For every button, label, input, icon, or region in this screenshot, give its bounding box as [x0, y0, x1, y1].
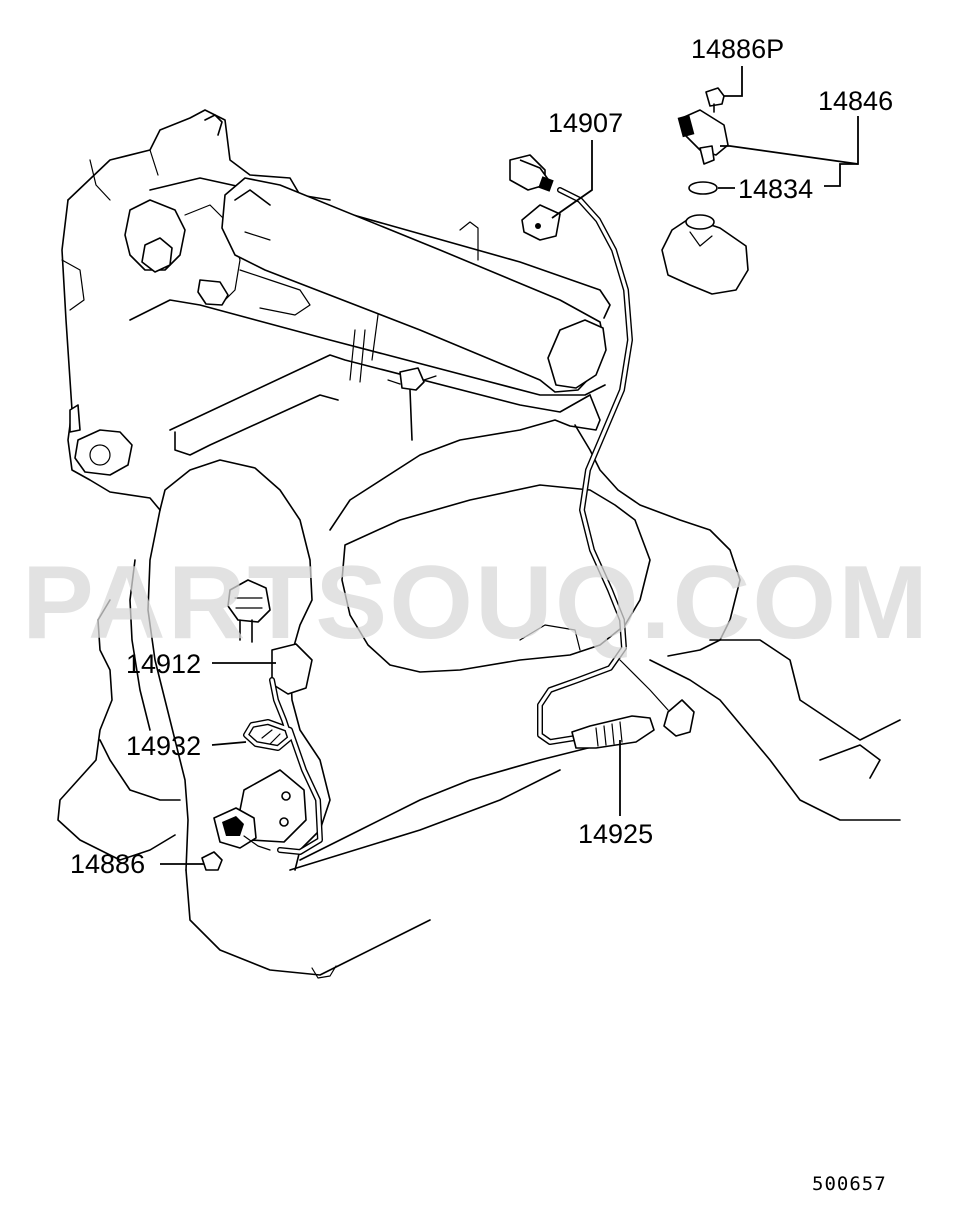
callout-14834: 14834	[738, 174, 813, 204]
diagram-code: 500657	[812, 1173, 887, 1195]
callout-14846: 14846	[818, 86, 893, 116]
part-14886P-bolt	[705, 87, 725, 113]
part-14834-oring	[688, 181, 718, 195]
callout-14932: 14932	[126, 731, 201, 761]
leader-lines	[160, 66, 859, 865]
part-14932-harness	[243, 677, 323, 855]
callout-14886P: 14886P	[691, 34, 784, 64]
callout-14925: 14925	[578, 819, 653, 849]
o2-sensor-harness	[537, 187, 633, 745]
part-14907-connector	[509, 154, 561, 241]
callout-14907: 14907	[548, 108, 623, 138]
callout-14886: 14886	[70, 849, 145, 879]
intake-tube	[221, 177, 607, 393]
part-14925-o2-sensor	[571, 699, 695, 749]
part-14846-sensor	[677, 109, 729, 165]
engine-block	[57, 109, 901, 979]
sensor-housing	[661, 214, 749, 295]
watermark-text: PARTSOUQ.COM	[22, 545, 930, 661]
part-14912-connector	[227, 579, 313, 695]
callout-14912: 14912	[126, 649, 201, 679]
crank-sensor-bracket	[213, 769, 307, 851]
part-14886-bolt	[201, 851, 223, 871]
